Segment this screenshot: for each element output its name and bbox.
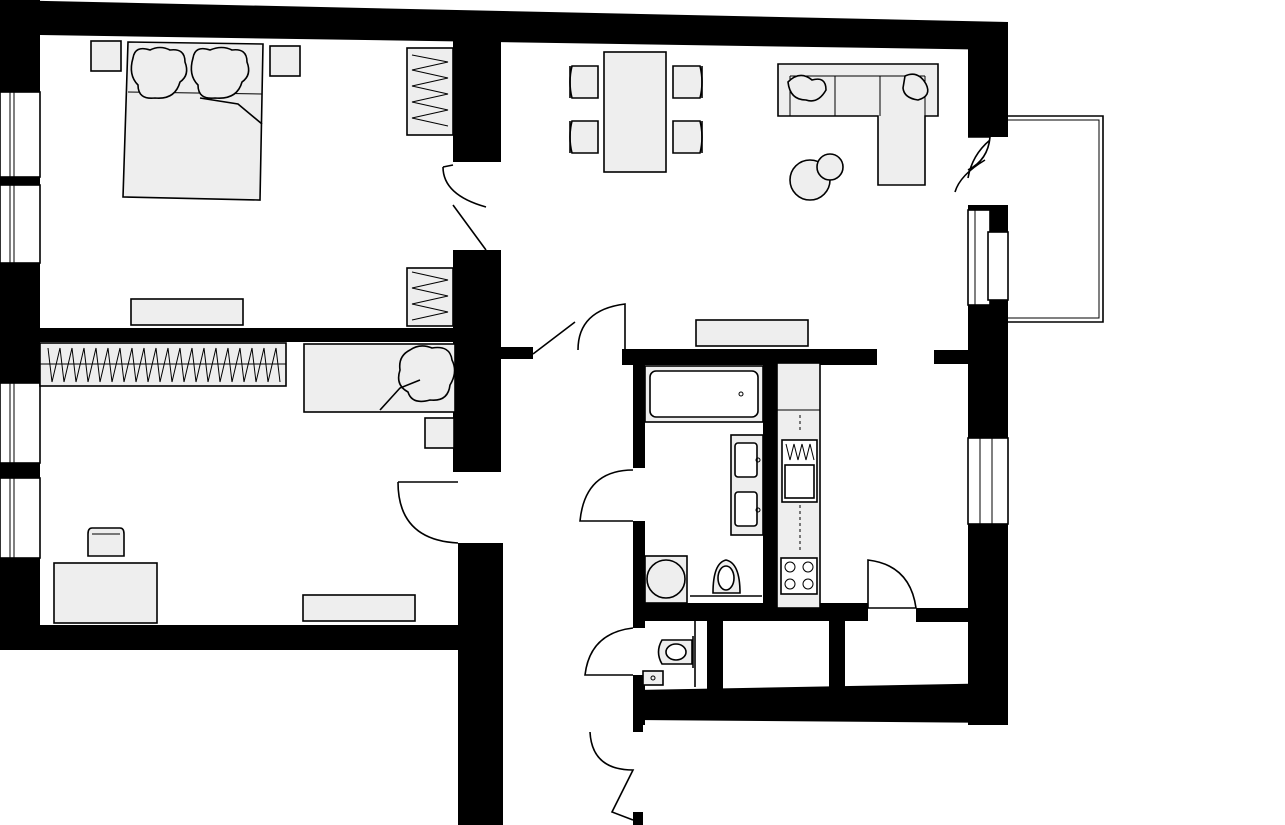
- bedroom-1: [90, 40, 454, 327]
- washing-machine: [644, 555, 688, 604]
- radiator-bedroom-1: [130, 298, 244, 326]
- wardrobe-2: [406, 267, 454, 327]
- wall-hall-bottom-stub: [633, 812, 643, 825]
- wall-bedroom-partition: [40, 328, 460, 342]
- bath-toilet: [690, 559, 762, 597]
- radiator-living: [695, 319, 809, 347]
- door-entrance: [589, 731, 635, 821]
- side-table-small: [816, 153, 844, 181]
- dining-chair-1: [569, 65, 599, 99]
- dining-chair-3: [672, 65, 703, 99]
- door-toilet: [584, 627, 634, 676]
- wall-bath-left-2: [633, 521, 645, 628]
- door-bedroom-2: [397, 481, 459, 544]
- door-balcony: [954, 136, 991, 193]
- living-dining: [569, 51, 939, 347]
- wall-toilet-left: [633, 675, 645, 725]
- wardrobe-long: [39, 342, 287, 387]
- door-bedroom-1: [442, 164, 487, 251]
- dining-chair-2: [569, 120, 599, 154]
- nightstand-left: [90, 40, 122, 72]
- wall-hall-top-left: [501, 347, 533, 359]
- window-living: [967, 209, 1009, 306]
- wall-top: [0, 0, 1008, 50]
- wall-toilet-right: [707, 618, 723, 693]
- door-storage: [867, 559, 917, 609]
- wall-top-stub: [934, 350, 970, 364]
- door-bathroom: [579, 469, 634, 522]
- radiator-bedroom-2: [302, 594, 416, 622]
- dining-chair-4: [672, 120, 703, 154]
- bedroom-2: [39, 342, 456, 624]
- kitchen-sink: [781, 439, 818, 550]
- window-bedroom-2: [0, 382, 41, 559]
- wall-bath-bottom-r: [916, 608, 970, 622]
- bathroom: [644, 365, 764, 604]
- walls: [0, 0, 1008, 825]
- double-vanity: [730, 434, 764, 536]
- pillow-right: [190, 46, 250, 100]
- wall-bath-top: [622, 349, 877, 365]
- windows: [0, 91, 1009, 559]
- hand-basin: [642, 670, 664, 686]
- dining-table: [603, 51, 667, 173]
- wall-bath-left: [633, 358, 645, 468]
- wall-right-upper: [968, 45, 1008, 137]
- pillow-single: [397, 345, 456, 403]
- wall-central-upper: [453, 40, 501, 162]
- toilet-room: [642, 618, 696, 687]
- wall-bottom-right: [633, 683, 1008, 723]
- kitchen: [776, 362, 821, 609]
- wall-central-lower: [458, 543, 503, 825]
- wall-bath-kitchen: [763, 358, 777, 618]
- desk-chair: [87, 527, 125, 557]
- nightstand-right: [269, 45, 301, 77]
- window-kitchen: [967, 437, 1009, 525]
- wall-hall-lower: [633, 720, 643, 732]
- balcony: [954, 115, 1104, 323]
- wall-bottom-left: [0, 625, 458, 650]
- wc: [657, 636, 694, 668]
- wardrobe-1: [406, 47, 454, 136]
- doors: [397, 164, 917, 821]
- cooktop: [780, 557, 818, 595]
- nightstand-bedroom-2: [424, 417, 455, 449]
- window-bedroom-1: [0, 91, 41, 264]
- wall-storage-div: [829, 618, 845, 690]
- desk: [53, 562, 158, 624]
- door-hall-living: [532, 303, 626, 355]
- wall-central-mid: [453, 250, 501, 472]
- corner-sofa: [777, 63, 939, 186]
- pillow-left: [130, 46, 188, 100]
